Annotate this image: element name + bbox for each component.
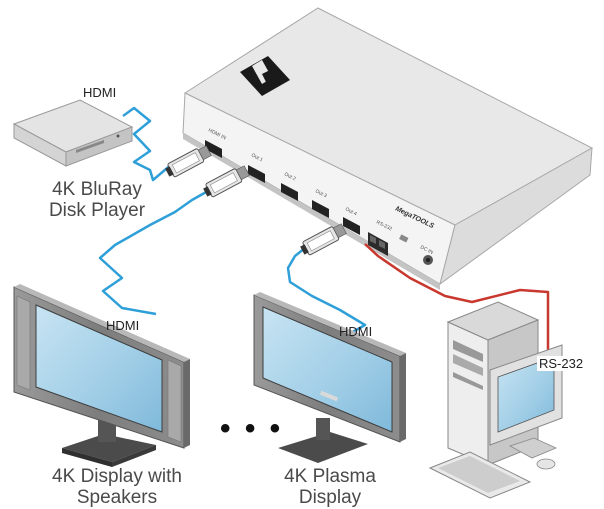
port-label-out2: Out 2 — [283, 171, 297, 182]
cable-rs232 — [364, 243, 550, 373]
label-display1-line2: Speakers — [76, 487, 158, 508]
pc-monitor-screen — [497, 356, 555, 433]
port-label-out3: Out 3 — [314, 188, 328, 199]
display2-stand — [278, 432, 368, 463]
label-hdmi-source: HDMI — [83, 85, 117, 100]
hdmi-ports — [205, 140, 433, 265]
label-bluray-line1: 4K BluRay — [52, 179, 142, 200]
rs232-connector — [368, 232, 388, 256]
device-switch — [399, 234, 409, 243]
label-hdmi-display1: HDMI — [106, 318, 140, 333]
port-label-out4: Out 4 — [344, 206, 358, 217]
hdmi-plug-out1 — [203, 165, 250, 198]
port-hdmi-in — [205, 140, 222, 158]
cable-out1-to-display1 — [98, 189, 209, 316]
display1-screen — [35, 304, 163, 433]
label-bluray-player: 4K BluRay Disk Player — [32, 179, 162, 221]
label-hdmi-display2: HDMI — [339, 324, 373, 339]
display2-screen — [262, 306, 393, 433]
label-display2-line2: Display — [298, 487, 362, 508]
pc-computer — [428, 301, 563, 499]
label-display2-line1: 4K Plasma — [284, 466, 376, 487]
bluray-player — [12, 99, 134, 167]
display1-speaker-left — [16, 295, 31, 391]
display1-speaker-right — [167, 359, 182, 443]
port-label-out1: Out 1 — [250, 152, 264, 163]
hdmi-plug-input — [165, 145, 212, 178]
label-display-speakers: 4K Display with Speakers — [32, 466, 202, 508]
device-logo — [240, 56, 290, 96]
port-out-4 — [343, 217, 360, 235]
label-plasma-display: 4K Plasma Display — [270, 466, 390, 508]
port-out-2 — [281, 183, 298, 201]
label-display1-line1: 4K Display with — [52, 466, 182, 487]
plasma-display — [253, 292, 406, 463]
display1-stand-base — [62, 434, 156, 462]
label-bluray-line2: Disk Player — [48, 200, 146, 221]
label-rs232: RS-232 — [537, 356, 586, 371]
cable-source-to-input — [122, 106, 173, 182]
more-displays-ellipsis: • • • — [220, 412, 284, 445]
display-with-speakers — [13, 284, 190, 467]
hdmi-plug-out4 — [300, 223, 347, 256]
pc-mouse — [536, 458, 556, 470]
device-side — [439, 147, 593, 286]
port-out-3 — [312, 200, 329, 218]
port-out-1 — [248, 165, 265, 183]
port-label-dc: DC IN — [419, 244, 434, 256]
